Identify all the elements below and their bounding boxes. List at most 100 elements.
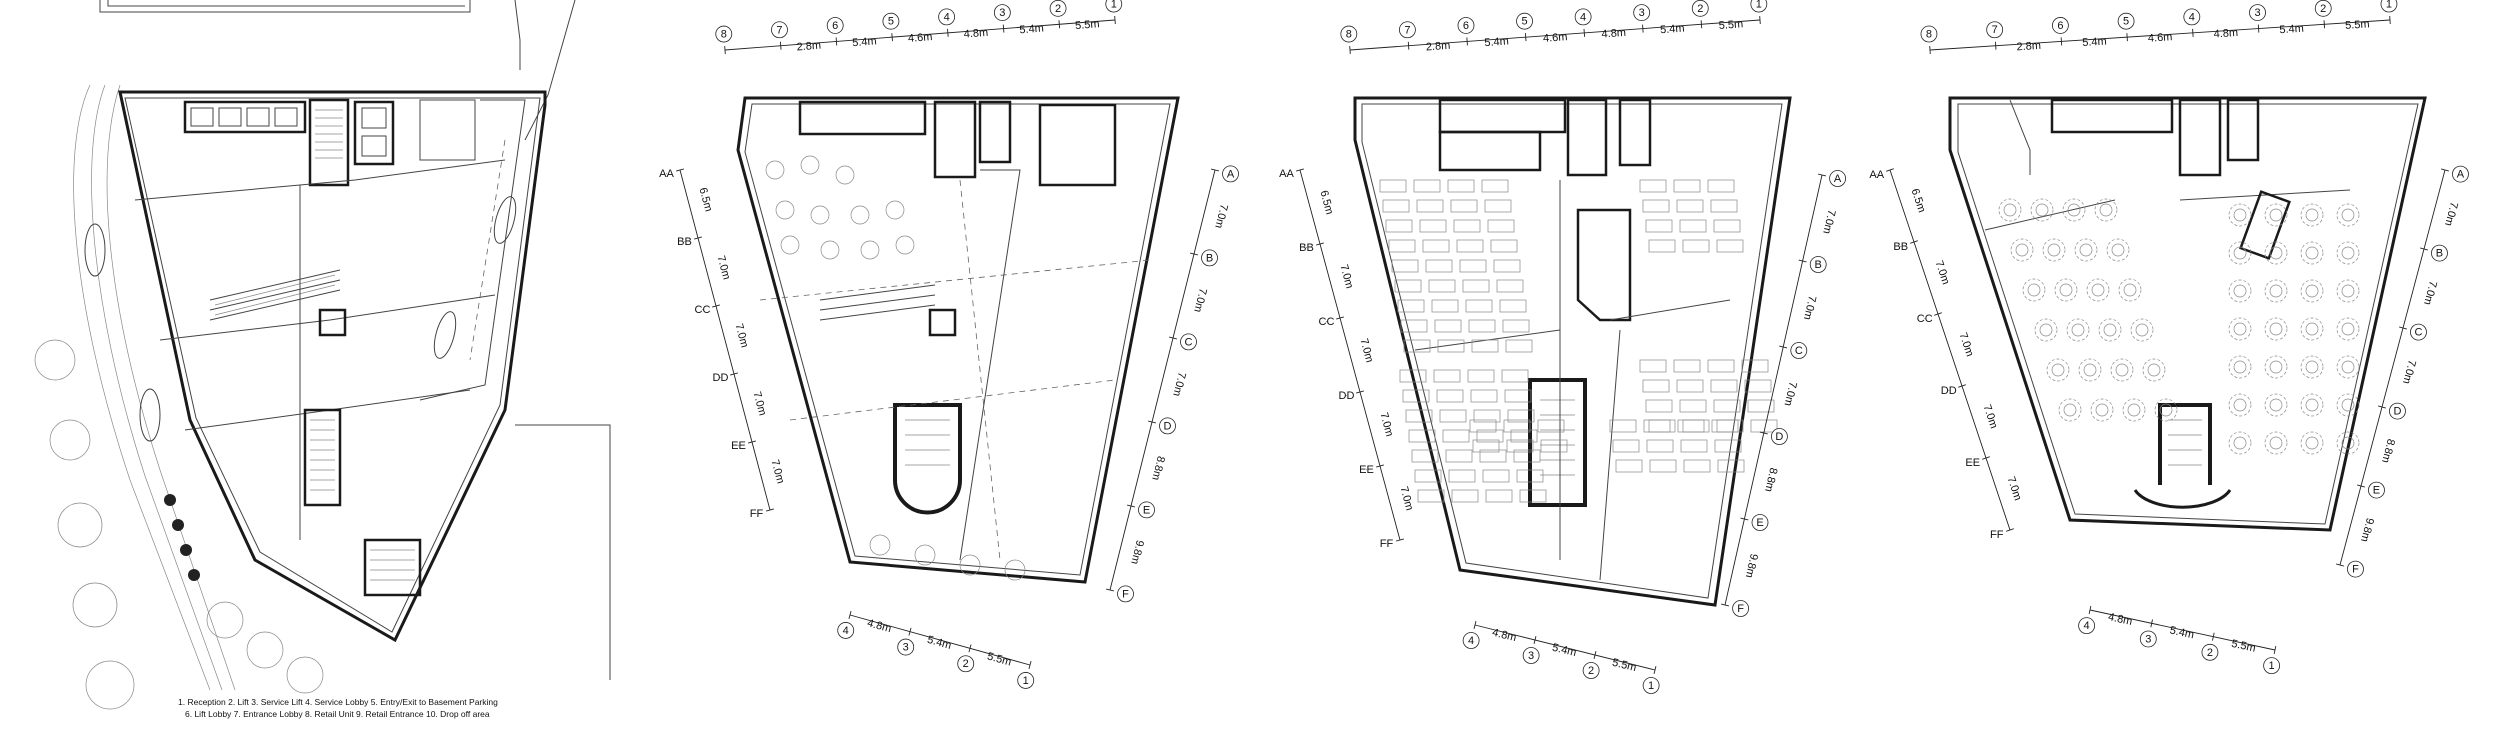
desk-icon	[1416, 199, 1444, 213]
dimension-label: 5.4m	[2279, 23, 2304, 37]
dimension-tick	[2323, 20, 2325, 29]
dimension-tick	[1740, 517, 1749, 521]
table-top	[2341, 284, 2355, 298]
desk-icon	[1679, 219, 1707, 233]
dimension-label: 8.8m	[1149, 455, 1167, 482]
desk-icon	[1615, 459, 1643, 473]
dimension-label: 7.0m	[715, 254, 733, 281]
dimension-label: 2.8m	[796, 40, 821, 54]
grid-label: C	[2414, 327, 2422, 339]
round-table-icon	[2264, 203, 2288, 227]
fire-stair-treads	[310, 419, 335, 491]
dimension-label: 7.0m	[1377, 411, 1395, 438]
dimension-label: 5.4m	[2169, 624, 2195, 641]
dimension-label: 4.8m	[866, 617, 893, 635]
grid-label: 2	[1055, 3, 1061, 15]
dimension-tick	[1296, 168, 1304, 172]
grid-bubble	[826, 17, 844, 34]
grid-label: 3	[1528, 650, 1534, 662]
table-top	[2341, 208, 2355, 222]
street-trees	[34, 339, 324, 710]
round-table-icon	[2010, 238, 2034, 262]
table-top	[2003, 203, 2017, 217]
grid-bottom-dimension-line	[1474, 624, 1656, 671]
grid-bubble	[2201, 643, 2219, 661]
round-table-icon	[2228, 355, 2252, 379]
stair-treads	[2168, 419, 2202, 466]
desk-icon	[1504, 389, 1532, 403]
round-table-icon	[2078, 358, 2102, 382]
dimension-tick	[1759, 431, 1768, 435]
desk-icon	[1465, 299, 1493, 313]
table-top	[2103, 323, 2117, 337]
grid-bubble	[2139, 630, 2157, 648]
table-top	[2059, 283, 2073, 297]
grid-label: 7	[1404, 24, 1410, 36]
round-table-icon	[2300, 279, 2324, 303]
dimension-label: 4.8m	[1491, 627, 1518, 645]
table-top	[2269, 246, 2283, 260]
grid-label: E	[1756, 517, 1763, 529]
grid-label: BB	[677, 236, 692, 248]
banquet-inner-wall	[1957, 103, 2419, 525]
table-icon	[835, 165, 855, 185]
round-table-icon	[2228, 203, 2252, 227]
desk-icon	[1612, 439, 1640, 453]
round-stair-core	[2158, 403, 2212, 485]
grid-bubble	[1457, 17, 1475, 34]
desk-icon	[1379, 179, 1407, 193]
desk-icon	[1710, 379, 1738, 393]
retail-partition	[159, 294, 496, 341]
round-table-icon	[2142, 358, 2166, 382]
stair-core	[308, 98, 350, 187]
grid-label: A	[1834, 173, 1842, 185]
desk-icon	[1439, 409, 1467, 423]
dimension-label: 4.6m	[908, 31, 933, 45]
round-table-icon	[2336, 241, 2360, 265]
grid-label: E	[2373, 485, 2380, 497]
grid-bubble	[1691, 0, 1709, 17]
grid-bubble	[2380, 0, 2398, 13]
grid-label: FF	[1380, 538, 1394, 550]
dimension-tick	[1524, 33, 1527, 42]
dimension-tick	[779, 41, 782, 50]
round-table-icon	[2058, 398, 2082, 422]
grid-right-dimension-line	[2339, 169, 2446, 566]
dimension-tick	[2150, 619, 2153, 628]
dimension-label: 7.0m	[2005, 475, 2024, 502]
grid-bubble	[1138, 501, 1155, 519]
dimension-tick	[1982, 456, 1990, 460]
lift-bank	[1438, 98, 1567, 134]
grid-label: A	[2457, 169, 2465, 181]
grid-bottom-dimension-line	[2089, 609, 2276, 651]
table-top	[2071, 323, 2085, 337]
lift-car	[274, 107, 298, 127]
grid-bubble	[1829, 170, 1847, 187]
dimension-tick	[908, 627, 912, 636]
hall-partition	[1984, 189, 2351, 231]
table-top	[2269, 398, 2283, 412]
grid-label: 3	[2145, 633, 2151, 645]
dimension-tick	[2357, 484, 2365, 488]
desk-icon	[1451, 489, 1479, 503]
toilet-partition	[2009, 99, 2031, 175]
desk-icon	[1501, 369, 1529, 383]
grid-label: 8	[1926, 29, 1932, 41]
lift-car	[190, 107, 214, 127]
grid-bubble	[1986, 21, 2004, 39]
table-icon	[780, 235, 800, 255]
desk-icon	[1645, 399, 1673, 413]
escalators	[209, 269, 341, 321]
dimension-tick	[2212, 632, 2215, 641]
grid-label: 4	[2189, 11, 2195, 23]
round-table-icon	[2228, 431, 2252, 455]
dimension-tick	[1583, 28, 1586, 37]
desk-icon	[1462, 279, 1490, 293]
dimension-tick	[2273, 645, 2277, 655]
road-edge-right	[524, 0, 576, 141]
service-lift-car	[361, 135, 387, 157]
tree-icon	[1004, 559, 1026, 581]
desk-icon	[1400, 319, 1428, 333]
lift-lobby	[1438, 130, 1542, 172]
